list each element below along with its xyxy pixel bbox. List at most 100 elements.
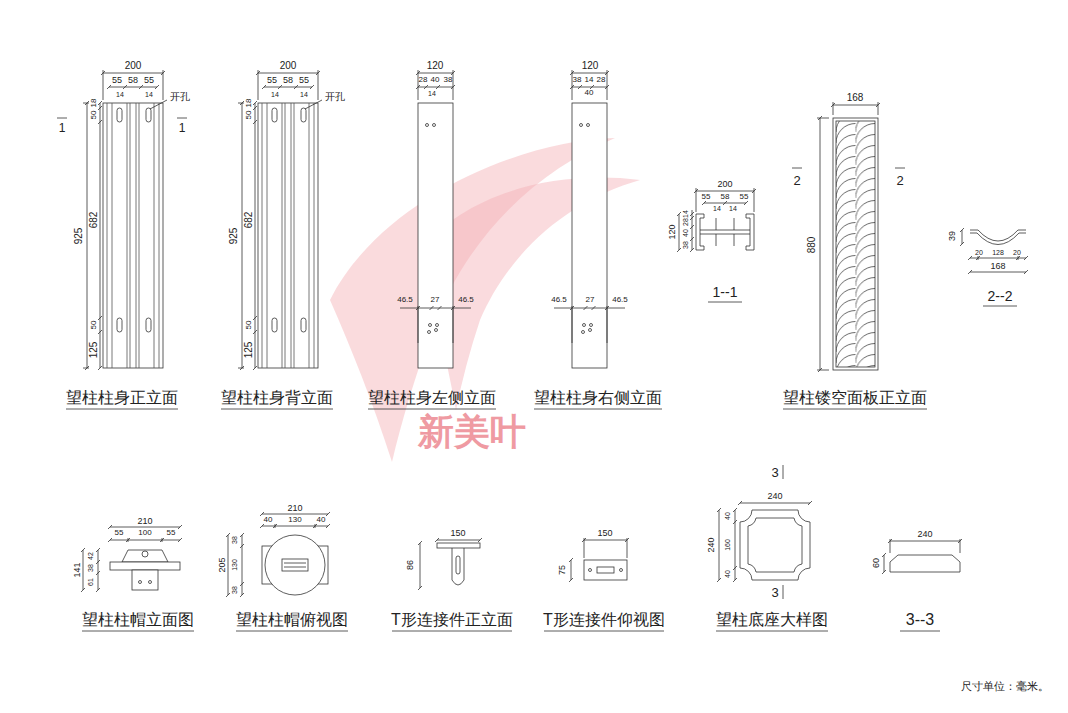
section-1-1-part (696, 188, 754, 212)
dimension-value: 58 (721, 193, 730, 201)
dimension-value: 14 (713, 205, 721, 212)
t-connector-front-part (418, 541, 422, 590)
dimension-value: 200 (125, 61, 142, 71)
dimension-value: 27 (431, 296, 440, 304)
dimension-value: 38 (444, 76, 453, 84)
dimension-value: 46.5 (612, 296, 628, 304)
section-1-1-part (677, 210, 694, 252)
dimension-value: 168 (847, 93, 864, 103)
dimension-value: 205 (218, 557, 227, 572)
section-3-3-part (890, 555, 960, 572)
dimension-value: 14 (271, 91, 279, 98)
openwork-panel (817, 102, 880, 372)
column-front-elevation (83, 70, 167, 370)
section-mark: 3 (771, 466, 778, 479)
cap-elevation-part (81, 548, 100, 592)
dimension-value: 120 (668, 224, 677, 239)
t-connector-front-part (456, 556, 460, 574)
section-1-1-part (700, 218, 750, 246)
cap-elevation-part (108, 525, 182, 542)
dimension-value: 55 (115, 529, 124, 537)
dimension-value: 46.5 (397, 296, 413, 304)
dimension-value: 55 (112, 76, 122, 85)
t-connector-front (418, 538, 482, 590)
watermark: 新美叶 (418, 414, 526, 450)
dimension-value: 40 (264, 516, 273, 524)
t-connector-bottom (569, 538, 629, 582)
section-2-2-part (960, 228, 964, 246)
view-title: 望柱柱帽俯视图 (236, 612, 348, 628)
dimension-value: 141 (73, 562, 82, 577)
section-mark: 2 (793, 174, 800, 187)
dimension-value: 925 (229, 228, 239, 245)
section-mark: 1 (179, 122, 186, 134)
cap-plan-part (282, 559, 308, 571)
view-title: 望柱柱帽立面图 (82, 612, 194, 628)
dimension-value: 925 (74, 228, 84, 245)
dimension-value: 38 (682, 241, 689, 249)
t-connector-front-part (452, 548, 464, 585)
section-3-3-part (888, 539, 962, 553)
callout-label: 开孔 (170, 92, 190, 102)
dimension-value: 61 (87, 578, 94, 586)
t-connector-bottom-part (569, 558, 573, 582)
dimension-value: 40 (682, 229, 689, 237)
title-underlines-part (82, 631, 940, 632)
base-detail-part (738, 501, 812, 505)
dimension-value: 14 (428, 90, 436, 97)
callout-label: 开孔 (325, 92, 345, 102)
view-title: T形连接件仰视图 (543, 612, 665, 628)
cap-elevation-part (110, 527, 180, 542)
dimension-value: 40 (585, 89, 594, 97)
t-connector-bottom-part (582, 538, 629, 558)
view-title: T形连接件正立面 (391, 612, 513, 628)
dimension-value: 40 (431, 76, 440, 84)
dimension-value: 200 (280, 61, 297, 71)
dimension-value: 38 (573, 76, 582, 84)
dimension-value: 120 (582, 61, 599, 71)
dimension-value: 55 (299, 76, 309, 85)
dimension-value: 20 (1013, 249, 1021, 256)
t-connector-bottom-part (589, 569, 592, 572)
column-back-elevation (238, 70, 322, 370)
section-1-1-part (746, 214, 754, 250)
t-connector-bottom-part (597, 567, 614, 573)
dimension-value: 39 (948, 231, 957, 241)
cap-plan-part (262, 514, 328, 528)
column-right-elevation (554, 70, 625, 368)
view-title: 望柱镂空面板正立面 (783, 390, 927, 406)
dimension-value: 27 (586, 296, 595, 304)
view-title: 望柱柱身右侧立面 (534, 390, 662, 406)
cap-elevation-part (110, 562, 180, 570)
cap-elevation-part (139, 581, 142, 584)
section-mark: 2 (896, 174, 903, 187)
section-mark: 3 (771, 586, 778, 599)
base-detail-part (748, 518, 802, 572)
openwork-panel-part (836, 121, 875, 367)
dimension-value: 55 (144, 76, 154, 85)
section-2-2-part (970, 230, 1026, 245)
dimension-value: 168 (990, 262, 1005, 271)
section-mark: 3--3 (906, 612, 934, 628)
dimension-value: 46.5 (551, 296, 567, 304)
view-title: 望柱柱身正立面 (66, 390, 178, 406)
title-underlines-part (66, 409, 927, 410)
cap-elevation-part (122, 550, 168, 562)
dimension-value: 150 (450, 529, 465, 538)
section-1-1 (677, 188, 756, 252)
view-title: 望柱底座大样图 (716, 612, 828, 628)
base-detail (717, 501, 812, 582)
dimension-value: 55 (267, 76, 277, 85)
cap-plan (226, 512, 330, 597)
openwork-panel-part (831, 102, 880, 115)
section-3-3 (882, 539, 962, 574)
base-detail-part (740, 510, 810, 580)
section-mark: 1--1 (713, 285, 738, 299)
cap-elevation-part (132, 570, 158, 590)
dimension-value: 125 (89, 342, 99, 359)
dimension-value: 60 (872, 558, 881, 568)
section-mark: 1 (59, 122, 66, 134)
dimension-value: 160 (724, 539, 731, 551)
